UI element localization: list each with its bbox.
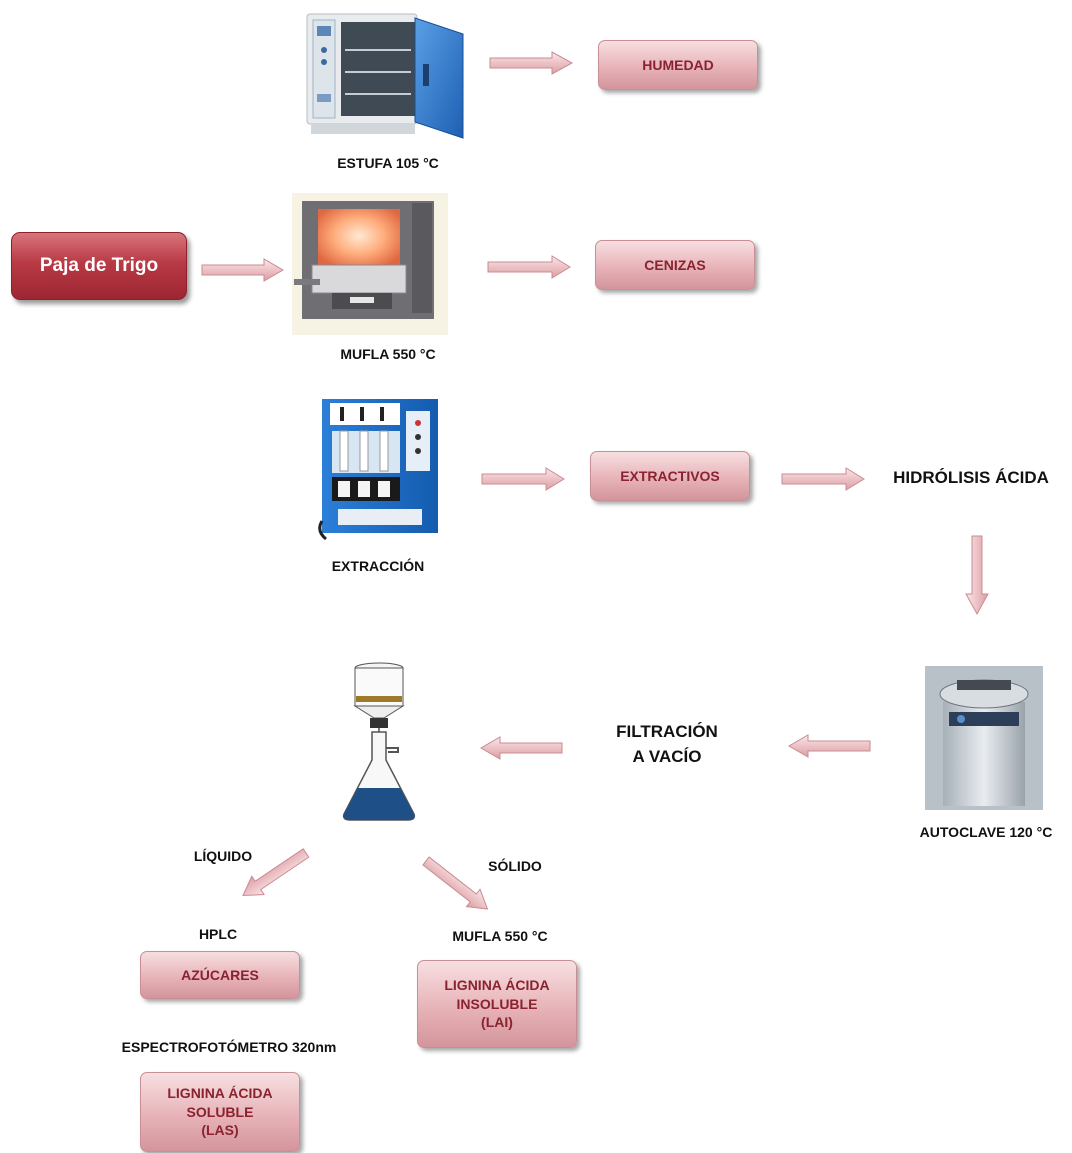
las-label: LIGNINA ÁCIDA SOLUBLE (LAS) bbox=[167, 1084, 273, 1139]
oven-icon bbox=[305, 10, 467, 144]
autoclave-icon bbox=[925, 666, 1043, 810]
cenizas-label: CENIZAS bbox=[644, 256, 706, 273]
result-humedad: HUMEDAD bbox=[598, 40, 758, 90]
espectrofotometro-label: ESPECTROFOTÓMETRO 320nm bbox=[121, 1039, 337, 1055]
start-paja-de-trigo: Paja de Trigo bbox=[11, 232, 187, 300]
solido-label: SÓLIDO bbox=[488, 858, 542, 874]
vacuum-filtration-flask-icon bbox=[336, 656, 426, 824]
mufla-lai-label: MUFLA 550 °C bbox=[452, 928, 548, 944]
liquido-label: LÍQUIDO bbox=[193, 848, 253, 864]
estufa-label: ESTUFA 105 °C bbox=[337, 155, 439, 171]
extraction-unit-icon bbox=[318, 397, 440, 545]
mufla-label: MUFLA 550 °C bbox=[340, 346, 436, 362]
arrow-hidrolisis-autoclave bbox=[965, 535, 989, 616]
arrow-paja-mufla bbox=[201, 258, 284, 282]
filtracion-label: FILTRACIÓN A VACÍO bbox=[616, 722, 718, 766]
hidrolisis-label: HIDRÓLISIS ÁCIDA bbox=[893, 468, 1049, 487]
arrow-extraccion-extractivos bbox=[481, 467, 565, 491]
azucares-label: AZÚCARES bbox=[181, 966, 259, 983]
arrow-flask-solido bbox=[422, 856, 489, 910]
arrow-filtracion-flask bbox=[480, 736, 563, 760]
hplc-label: HPLC bbox=[198, 926, 238, 942]
result-lai: LIGNINA ÁCIDA INSOLUBLE (LAI) bbox=[417, 960, 577, 1048]
muffle-furnace-icon bbox=[292, 193, 448, 335]
lai-label: LIGNINA ÁCIDA INSOLUBLE (LAI) bbox=[444, 976, 550, 1031]
result-las: LIGNINA ÁCIDA SOLUBLE (LAS) bbox=[140, 1072, 300, 1152]
humedad-label: HUMEDAD bbox=[642, 56, 714, 73]
arrow-autoclave-filtracion bbox=[788, 734, 871, 758]
arrow-flask-liquido bbox=[242, 848, 310, 897]
arrow-extractivos-hidrolisis bbox=[781, 467, 865, 491]
autoclave-label: AUTOCLAVE 120 °C bbox=[919, 824, 1053, 840]
extractivos-label: EXTRACTIVOS bbox=[620, 467, 720, 484]
result-cenizas: CENIZAS bbox=[595, 240, 755, 290]
result-azucares: AZÚCARES bbox=[140, 951, 300, 999]
start-label: Paja de Trigo bbox=[39, 255, 159, 277]
arrow-mufla-cenizas bbox=[487, 255, 571, 279]
extraccion-label: EXTRACCIÓN bbox=[331, 558, 425, 574]
result-extractivos: EXTRACTIVOS bbox=[590, 451, 750, 501]
arrow-estufa-humedad bbox=[489, 51, 574, 75]
